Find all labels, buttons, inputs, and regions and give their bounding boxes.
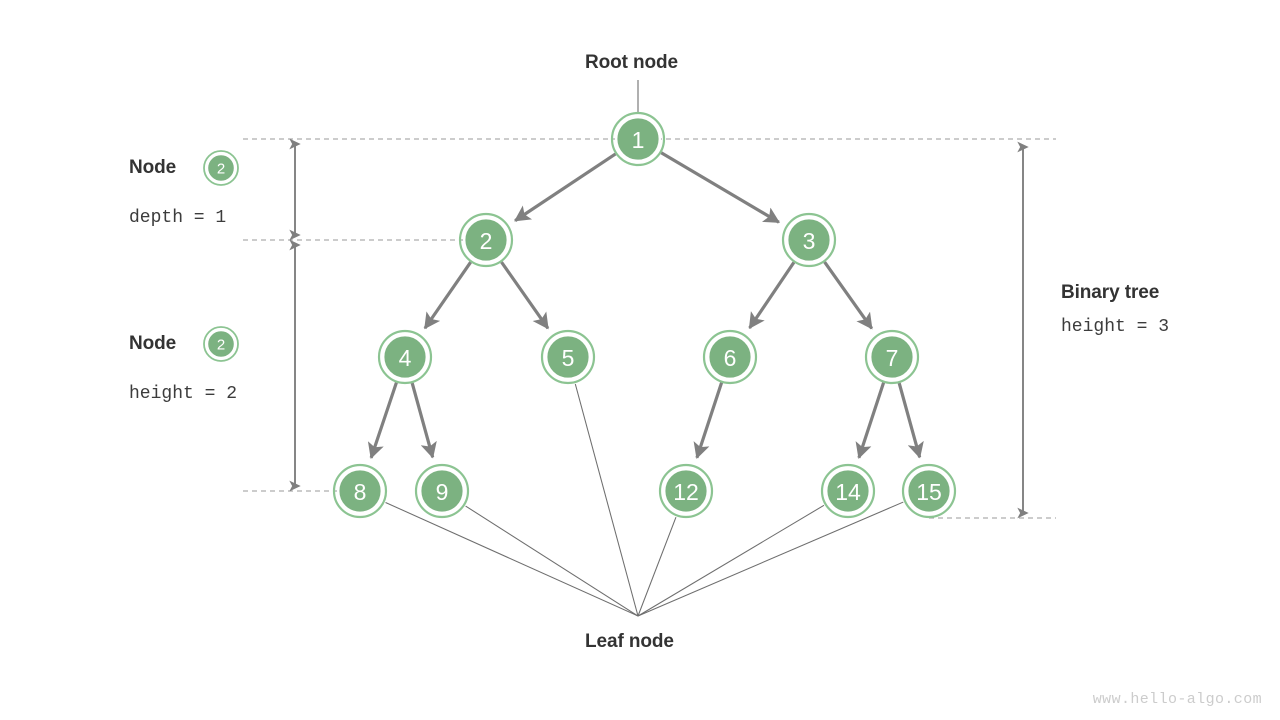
tree-edge-n2-n5 bbox=[500, 261, 550, 330]
tree-node-4[interactable]: 4 bbox=[377, 329, 433, 385]
node-value: 2 bbox=[480, 228, 493, 254]
tree-node-12[interactable]: 12 bbox=[658, 463, 714, 519]
tree-node-6[interactable]: 6 bbox=[702, 329, 758, 385]
tree-node-14[interactable]: 14 bbox=[820, 463, 876, 519]
node-circle bbox=[663, 468, 710, 515]
leaf-leader-line-n12 bbox=[637, 516, 677, 617]
badge-value: 2 bbox=[217, 161, 225, 178]
root-node-label: Root node bbox=[585, 52, 679, 73]
node-outer-ring bbox=[901, 463, 957, 519]
node-outer-ring bbox=[781, 212, 837, 268]
node-circle bbox=[337, 468, 384, 515]
node-value: 15 bbox=[916, 479, 942, 505]
node-value: 7 bbox=[886, 345, 899, 371]
annotation-node-height-title: Node bbox=[129, 333, 177, 354]
tree-edge-n7-n14 bbox=[855, 382, 886, 459]
leaf-leader-line-n5 bbox=[574, 383, 639, 617]
leaf-leader-line-n8 bbox=[385, 502, 639, 617]
node-outer-ring bbox=[658, 463, 714, 519]
tree-node-7[interactable]: 7 bbox=[864, 329, 920, 385]
annotation-node-depth-value: depth = 1 bbox=[129, 208, 227, 228]
annotation-node-height-value: height = 2 bbox=[129, 384, 238, 404]
tree-edge-n4-n9 bbox=[410, 382, 437, 459]
node-outer-ring bbox=[540, 329, 596, 385]
leaf-leader-line-n9 bbox=[465, 505, 639, 617]
tree-edge-n4-n8 bbox=[367, 382, 398, 460]
node-outer-ring bbox=[414, 463, 470, 519]
node-circle bbox=[419, 468, 466, 515]
tree-edges-layer bbox=[367, 151, 924, 460]
node-circle bbox=[545, 334, 592, 381]
node-circle bbox=[707, 334, 754, 381]
leaf-leader-line-n15 bbox=[637, 501, 904, 617]
node-outer-ring bbox=[820, 463, 876, 519]
node-circle bbox=[825, 468, 872, 515]
node-value: 8 bbox=[354, 479, 367, 505]
tree-node-2[interactable]: 2 bbox=[458, 212, 514, 268]
node-outer-ring bbox=[377, 329, 433, 385]
tree-node-15[interactable]: 15 bbox=[901, 463, 957, 519]
tree-edge-n3-n6 bbox=[748, 261, 796, 330]
tree-edge-n3-n7 bbox=[823, 261, 874, 330]
tree-node-1[interactable]: 1 bbox=[610, 111, 666, 167]
node-value: 9 bbox=[436, 479, 449, 505]
node-circle bbox=[906, 468, 953, 515]
leaf-leader-line-n14 bbox=[637, 504, 825, 617]
tree-node-3[interactable]: 3 bbox=[781, 212, 837, 268]
badge-outer-ring bbox=[203, 150, 239, 186]
annotation-node-depth-title: Node bbox=[129, 157, 177, 178]
node-outer-ring bbox=[864, 329, 920, 385]
leaf-node-label: Leaf node bbox=[585, 631, 674, 652]
watermark: www.hello-algo.com bbox=[1092, 691, 1262, 708]
legend-badge-node-depth: 2 bbox=[203, 150, 239, 186]
node-circle bbox=[786, 216, 833, 263]
tree-node-8[interactable]: 8 bbox=[332, 463, 388, 519]
badge-value: 2 bbox=[217, 337, 225, 354]
legend-badge-node-height: 2 bbox=[203, 326, 239, 362]
node-value: 3 bbox=[803, 228, 816, 254]
badge-outer-ring bbox=[203, 326, 239, 362]
tree-edge-n6-n12 bbox=[693, 382, 724, 459]
leader-lines-layer bbox=[385, 80, 904, 617]
node-value: 4 bbox=[399, 345, 412, 371]
guide-lines-layer bbox=[243, 138, 1056, 519]
node-circle bbox=[382, 334, 429, 381]
tree-node-5[interactable]: 5 bbox=[540, 329, 596, 385]
tree-node-9[interactable]: 9 bbox=[414, 463, 470, 519]
badge-circle bbox=[206, 329, 236, 359]
tree-edge-n1-n2 bbox=[514, 152, 617, 222]
node-value: 5 bbox=[562, 345, 575, 371]
node-circle bbox=[463, 216, 510, 263]
node-circle bbox=[869, 334, 916, 381]
tree-edge-n1-n3 bbox=[660, 151, 780, 224]
node-outer-ring bbox=[702, 329, 758, 385]
node-value: 14 bbox=[835, 479, 861, 505]
legend-badges-layer: 22 bbox=[203, 150, 239, 362]
tree-edge-n7-n15 bbox=[897, 382, 924, 459]
badge-circle bbox=[206, 153, 236, 183]
node-circle bbox=[615, 115, 662, 162]
node-value: 12 bbox=[673, 479, 699, 505]
annotation-binary-tree-height-value: height = 3 bbox=[1061, 317, 1170, 337]
node-outer-ring bbox=[458, 212, 514, 268]
annotation-binary-tree-title: Binary tree bbox=[1061, 282, 1160, 303]
node-outer-ring bbox=[332, 463, 388, 519]
node-value: 6 bbox=[724, 345, 737, 371]
node-value: 1 bbox=[632, 127, 645, 153]
measurement-arrows-layer bbox=[289, 138, 1029, 519]
tree-edge-n2-n4 bbox=[423, 261, 472, 330]
node-outer-ring bbox=[610, 111, 666, 167]
